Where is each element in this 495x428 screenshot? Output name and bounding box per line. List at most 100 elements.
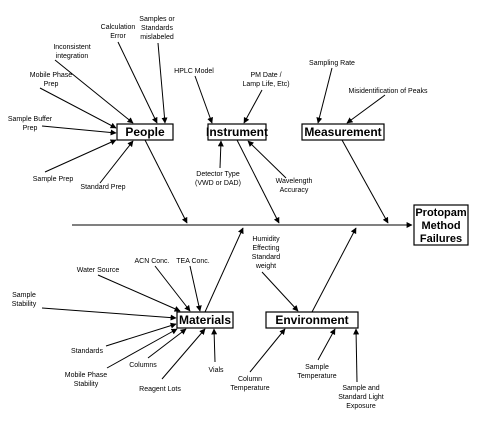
- svg-text:Calculation: Calculation: [101, 24, 136, 31]
- category-instrument-label: Instrument: [206, 125, 268, 139]
- category-materials-label: Materials: [179, 313, 231, 327]
- cause-tea-conc: TEA Conc.: [176, 258, 210, 265]
- cause-standards: Standards: [71, 348, 103, 355]
- arrow-water-source: [97, 274, 181, 312]
- arrow-humidity: [261, 271, 299, 312]
- svg-text:Sample Buffer: Sample Buffer: [8, 116, 53, 123]
- category-instrument: Instrument: [206, 123, 268, 141]
- cause-mobile-phase-stability: Mobile Phase Stability: [65, 372, 108, 388]
- arrow-column-temperature: [249, 328, 286, 373]
- svg-text:PM Date /: PM Date /: [250, 72, 281, 79]
- arrow-mobile-phase-prep: [39, 87, 117, 129]
- arrow-sample-buffer-prep: [41, 125, 117, 136]
- svg-text:Temperature: Temperature: [230, 385, 269, 392]
- svg-text:Sample Prep: Sample Prep: [33, 176, 74, 183]
- svg-text:ACN Conc.: ACN Conc.: [134, 258, 169, 265]
- arrow-mobile-phase-stability: [106, 328, 178, 369]
- svg-text:Sampling Rate: Sampling Rate: [309, 60, 355, 67]
- svg-text:Standard: Standard: [252, 254, 281, 261]
- svg-text:Reagent Lots: Reagent Lots: [139, 386, 181, 393]
- svg-text:Samples or: Samples or: [139, 16, 175, 23]
- svg-text:Standards: Standards: [141, 25, 173, 32]
- effect-line-2: Method: [421, 220, 460, 232]
- arrow-samples-mislabeled: [157, 42, 168, 124]
- svg-text:Lamp Life, Etc): Lamp Life, Etc): [242, 81, 289, 88]
- svg-text:Wavelength: Wavelength: [276, 178, 313, 185]
- cause-wavelength-accuracy: Wavelength Accuracy: [276, 178, 313, 194]
- cause-inconsistent-integration: Inconsistent integration: [53, 44, 90, 60]
- category-people: People: [116, 123, 174, 141]
- cause-samples-mislabeled: Samples or Standards mislabeled: [139, 16, 175, 41]
- svg-text:Stability: Stability: [12, 301, 37, 308]
- arrow-calculation-error: [117, 41, 158, 124]
- svg-text:mislabeled: mislabeled: [140, 34, 174, 41]
- cause-reagent-lots: Reagent Lots: [139, 386, 181, 393]
- arrow-pm-date: [243, 89, 263, 124]
- cause-calculation-error: Calculation Error: [101, 24, 136, 40]
- cause-columns: Columns: [129, 362, 157, 369]
- category-environment-label: Environment: [275, 313, 348, 327]
- arrow-sampling-rate: [316, 67, 333, 124]
- arrow-inconsistent-integration: [54, 59, 134, 124]
- cause-water-source: Water Source: [77, 267, 120, 274]
- category-measurement: Measurement: [301, 123, 385, 141]
- cause-humidity: Humidity Effecting Standard weight: [252, 236, 281, 270]
- cause-acn-conc: ACN Conc.: [134, 258, 169, 265]
- svg-text:Sample and: Sample and: [342, 385, 379, 392]
- svg-text:Vials: Vials: [208, 367, 224, 374]
- effect-line-3: Failures: [420, 233, 462, 245]
- svg-text:Temperature: Temperature: [297, 373, 336, 380]
- svg-text:Inconsistent: Inconsistent: [53, 44, 90, 51]
- cause-sample-stability: Sample Stability: [12, 292, 37, 308]
- cause-column-temperature: Column Temperature: [230, 376, 269, 392]
- svg-text:Water Source: Water Source: [77, 267, 120, 274]
- svg-text:Misidentification of Peaks: Misidentification of Peaks: [349, 88, 428, 95]
- arrow-standards: [105, 322, 177, 347]
- svg-text:Prep: Prep: [23, 125, 38, 132]
- svg-text:Column: Column: [238, 376, 262, 383]
- svg-text:Standard Prep: Standard Prep: [80, 184, 125, 191]
- cause-sample-prep: Sample Prep: [33, 176, 74, 183]
- svg-text:Stability: Stability: [74, 381, 99, 388]
- svg-text:Columns: Columns: [129, 362, 157, 369]
- svg-text:HPLC Model: HPLC Model: [174, 68, 214, 75]
- cause-detector-type: Detector Type (VWD or DAD): [195, 171, 241, 187]
- cause-mobile-phase-prep: Mobile Phase Prep: [30, 72, 73, 88]
- arrow-vials: [211, 328, 218, 363]
- arrow-sample-temperature: [317, 328, 336, 361]
- arrow-acn-conc: [154, 265, 191, 312]
- svg-text:(VWD or DAD): (VWD or DAD): [195, 180, 241, 187]
- category-people-label: People: [125, 125, 165, 139]
- effect-line-1: Protopam: [415, 207, 467, 219]
- svg-text:Standard Light: Standard Light: [338, 394, 384, 401]
- svg-text:Sample: Sample: [305, 364, 329, 371]
- cause-standard-prep: Standard Prep: [80, 184, 125, 191]
- cause-misidentification: Misidentification of Peaks: [349, 88, 428, 95]
- cause-hplc-model: HPLC Model: [174, 68, 214, 75]
- svg-text:Mobile Phase: Mobile Phase: [30, 72, 73, 79]
- svg-text:Error: Error: [110, 33, 126, 40]
- cause-sampling-rate: Sampling Rate: [309, 60, 355, 67]
- cause-sample-buffer-prep: Sample Buffer Prep: [8, 116, 53, 132]
- cause-sample-standard-light: Sample and Standard Light Exposure: [338, 385, 384, 410]
- category-materials: Materials: [176, 311, 234, 329]
- arrow-columns: [147, 328, 187, 359]
- arrow-tea-conc: [189, 265, 202, 312]
- arrow-sample-standard-light: [353, 328, 360, 383]
- arrow-wavelength-accuracy: [247, 140, 287, 179]
- svg-text:Prep: Prep: [44, 81, 59, 88]
- svg-text:TEA Conc.: TEA Conc.: [176, 258, 210, 265]
- svg-text:integration: integration: [56, 53, 89, 60]
- svg-text:Exposure: Exposure: [346, 403, 376, 410]
- arrow-sample-stability: [41, 307, 177, 321]
- arrow-reagent-lots: [161, 328, 206, 380]
- bone-instrument: [236, 139, 280, 224]
- svg-text:Detector Type: Detector Type: [196, 171, 240, 178]
- cause-sample-temperature: Sample Temperature: [297, 364, 336, 380]
- bone-materials: [204, 227, 244, 313]
- bone-measurement: [341, 139, 389, 224]
- arrow-hplc-model: [194, 75, 213, 124]
- effect-box: Protopam Method Failures: [413, 204, 469, 246]
- svg-text:Accuracy: Accuracy: [280, 187, 309, 194]
